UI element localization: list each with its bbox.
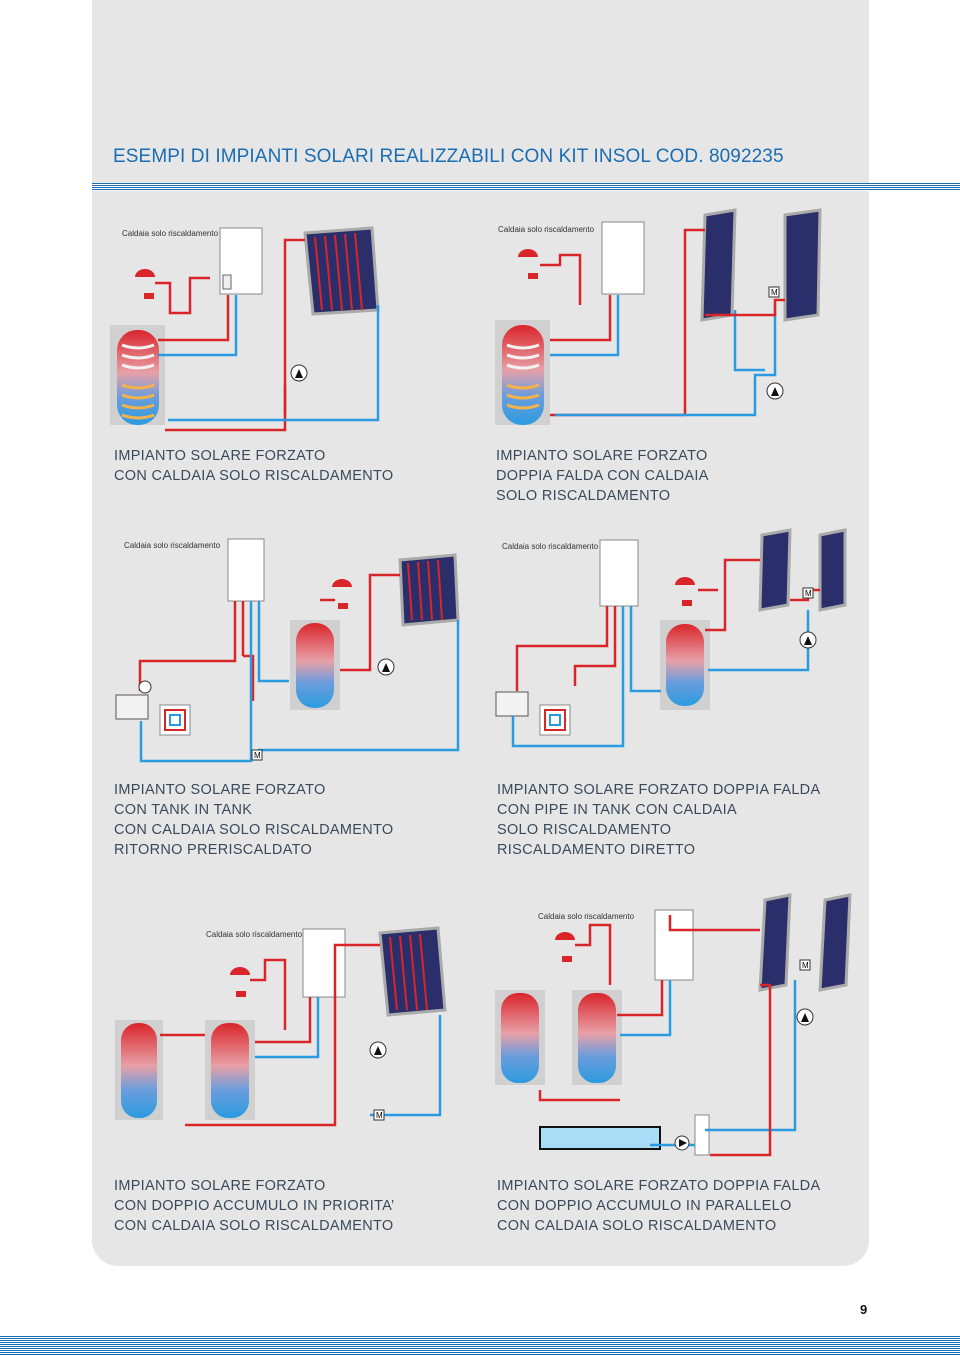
solar-collector-icon <box>378 926 447 1017</box>
solar-collector-icon <box>398 553 460 627</box>
boiler-label: Caldaia solo riscaldamento <box>206 930 303 939</box>
motorized-valve-icon <box>799 959 811 971</box>
storage-tank-icon <box>495 990 622 1085</box>
svg-text:M: M <box>805 589 812 598</box>
diagram-3: Caldaia solo riscaldamento M <box>115 538 460 763</box>
radiator-icon <box>115 694 149 720</box>
svg-text:M: M <box>802 961 809 970</box>
solar-collector-icon <box>758 528 847 612</box>
footer-bar <box>0 1336 960 1356</box>
motorized-valve-icon <box>768 286 780 298</box>
motorized-valve-icon <box>373 1109 385 1121</box>
diagram-4: Caldaia solo riscaldamento M <box>495 528 847 748</box>
diagram-6: Caldaia solo riscaldamento M <box>495 893 852 1157</box>
boiler-label: Caldaia solo riscaldamento <box>502 542 599 551</box>
title-rule <box>92 183 960 191</box>
page-number: 9 <box>860 1302 868 1317</box>
boiler-icon <box>227 538 265 602</box>
svg-text:M: M <box>254 751 261 760</box>
shower-tap-icon <box>675 577 695 606</box>
boiler-icon <box>302 928 346 998</box>
shower-tap-icon <box>518 249 538 279</box>
storage-tank-icon <box>110 325 165 425</box>
boiler-label: Caldaia solo riscaldamento <box>538 912 635 921</box>
shower-tap-icon <box>332 579 352 609</box>
storage-tank-icon <box>495 320 550 425</box>
boiler-icon <box>599 539 639 607</box>
boiler-icon <box>654 909 694 981</box>
storage-tank-icon <box>290 620 340 710</box>
storage-tank-icon <box>660 620 710 710</box>
boiler-icon <box>601 221 645 295</box>
diagram-1: Caldaia solo riscaldamento <box>110 226 380 432</box>
page-title: ESEMPI DI IMPIANTI SOLARI REALIZZABILI C… <box>113 146 784 167</box>
pump-icon <box>138 680 152 694</box>
boiler-label: Caldaia solo riscaldamento <box>498 225 595 234</box>
motorized-valve-icon <box>251 749 263 761</box>
shower-tap-icon <box>230 967 250 997</box>
floor-heating-icon <box>159 704 191 736</box>
floor-heating-icon <box>539 704 571 736</box>
svg-text:M: M <box>376 1111 383 1120</box>
svg-text:M: M <box>771 288 778 297</box>
pool-icon <box>539 1114 710 1156</box>
solar-collector-icon <box>303 226 380 316</box>
solar-collector-icon <box>758 893 852 992</box>
radiator-icon <box>495 691 529 717</box>
diagram-5: Caldaia solo riscaldamento M <box>115 926 447 1127</box>
shower-tap-icon <box>135 269 155 299</box>
shower-tap-icon <box>555 932 575 962</box>
boiler-label: Caldaia solo riscaldamento <box>124 541 221 550</box>
solar-collector-icon <box>700 208 822 322</box>
boiler-label: Caldaia solo riscaldamento <box>122 229 219 238</box>
motorized-valve-icon <box>802 587 814 599</box>
diagram-2: Caldaia solo riscaldamento M <box>495 208 822 425</box>
storage-tank-icon <box>115 1020 255 1120</box>
